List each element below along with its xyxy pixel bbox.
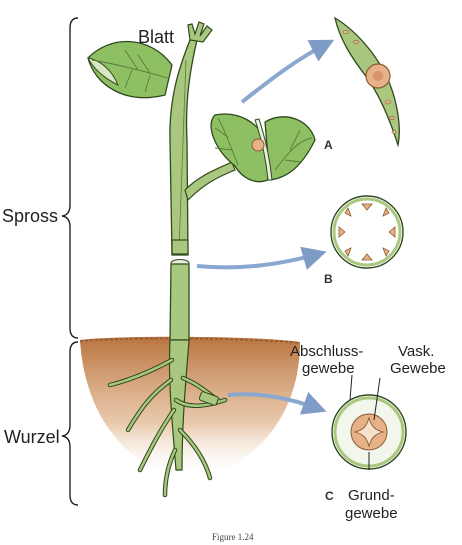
vascular-tissue-label-1: Vask. (398, 343, 434, 360)
ground-tissue-label-2: gewebe (345, 505, 398, 522)
leaf-label: Blatt (138, 27, 174, 47)
root-brace (61, 341, 79, 506)
soil (80, 336, 300, 480)
arrow-to-a (240, 39, 335, 104)
figure-caption: Figure 1.24 (212, 532, 254, 542)
upper-leaf-vein (91, 49, 169, 93)
arrow-to-b (196, 246, 327, 270)
lateral-roots-fill (108, 358, 227, 497)
right-leaf-veins (214, 117, 313, 171)
vascular-pointer (373, 377, 381, 421)
root-cut-piece (198, 391, 219, 406)
dermal-pointer (349, 374, 353, 401)
stem-gap-upper-end (171, 239, 189, 255)
dermal-tissue-label-2: gewebe (302, 360, 355, 377)
root-section-xylem (353, 416, 385, 448)
dermal-tissue-label-1: Abschluss- (290, 343, 363, 360)
stem-line (178, 59, 187, 251)
panel-a-label: A (324, 138, 333, 152)
stem-top (187, 21, 213, 43)
shoot-brace (61, 17, 79, 339)
leaf-section (334, 16, 400, 148)
soil-surface-line (79, 337, 301, 344)
stem-upper (169, 39, 198, 256)
stem-lower (169, 263, 190, 341)
root-label: Wurzel (4, 427, 60, 447)
panel-c-label: C (325, 489, 334, 503)
right-leaf-vein-bundle (251, 138, 265, 152)
stem-branch (184, 161, 236, 202)
right-leaf (210, 113, 269, 183)
stem-section-bundles (338, 203, 396, 261)
leaf-section-bundle-core (373, 71, 383, 81)
shoot-label: Spross (2, 206, 58, 226)
arrow-to-c (227, 392, 327, 415)
right-leaf-far (264, 116, 316, 181)
stem-section-epidermis (332, 197, 402, 267)
upper-leaf-cut (87, 57, 119, 87)
leaf-section-cells (342, 29, 397, 134)
ground-tissue-label-1: Grund- (348, 487, 395, 504)
vascular-tissue-label-2: Gewebe (390, 360, 446, 377)
panel-b-label: B (324, 272, 333, 286)
